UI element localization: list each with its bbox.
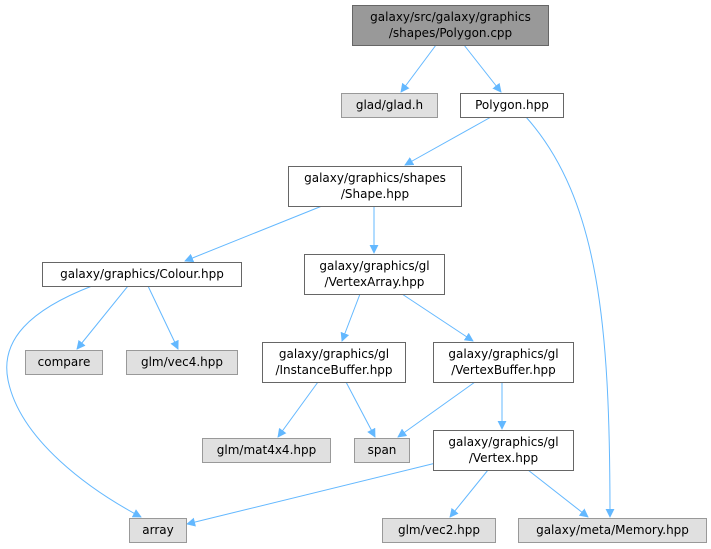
edge-colour-hpp-to-array bbox=[6, 285, 142, 518]
edge-polygon-hpp-to-shape-hpp bbox=[404, 116, 492, 166]
edge-polygon-hpp-to-memory-hpp bbox=[525, 116, 615, 518]
edge-instancebuffer-hpp-to-glm-mat4x4 bbox=[277, 381, 319, 438]
node-vertex-hpp[interactable]: galaxy/graphics/gl/Vertex.hpp bbox=[433, 430, 574, 471]
node-label: array bbox=[142, 523, 173, 537]
edge-line bbox=[404, 116, 492, 166]
node-label: span bbox=[368, 443, 397, 457]
node-polygon-hpp[interactable]: Polygon.hpp bbox=[460, 93, 564, 118]
edge-line bbox=[340, 293, 361, 342]
node-label: glm/vec4.hpp bbox=[141, 355, 223, 369]
node-vertexarray-hpp[interactable]: galaxy/graphics/gl/VertexArray.hpp bbox=[304, 254, 445, 295]
node-label: /Vertex.hpp bbox=[469, 451, 538, 465]
node-box bbox=[304, 254, 445, 295]
node-label: Polygon.hpp bbox=[475, 98, 549, 112]
edge-shape-hpp-to-colour-hpp bbox=[184, 205, 323, 263]
node-vertexbuffer-hpp[interactable]: galaxy/graphics/gl/VertexBuffer.hpp bbox=[433, 342, 574, 383]
edge-line bbox=[184, 205, 323, 263]
node-label: glm/vec2.hpp bbox=[398, 523, 480, 537]
node-glm-vec2: glm/vec2.hpp bbox=[382, 518, 496, 543]
edge-line bbox=[400, 44, 437, 93]
edge-polygon-cpp-to-glad-h bbox=[400, 44, 437, 93]
node-instancebuffer-hpp[interactable]: galaxy/graphics/gl/InstanceBuffer.hpp bbox=[262, 342, 406, 383]
edges-layer bbox=[6, 44, 615, 527]
node-label: /VertexArray.hpp bbox=[325, 275, 425, 289]
edge-vertex-hpp-to-glm-vec2 bbox=[449, 469, 489, 518]
edge-line bbox=[397, 381, 476, 438]
node-label: galaxy/graphics/gl bbox=[319, 259, 429, 273]
edge-line bbox=[449, 469, 489, 518]
node-glm-vec4: glm/vec4.hpp bbox=[126, 350, 238, 375]
nodes-layer: galaxy/src/galaxy/graphics/shapes/Polygo… bbox=[25, 5, 707, 543]
edge-line bbox=[186, 461, 441, 527]
node-box bbox=[433, 342, 574, 383]
node-box bbox=[42, 262, 242, 287]
node-glm-mat4x4: glm/mat4x4.hpp bbox=[202, 438, 331, 463]
node-label: galaxy/graphics/gl bbox=[448, 347, 558, 361]
node-label: compare bbox=[38, 355, 91, 369]
node-shape-hpp[interactable]: galaxy/graphics/shapes/Shape.hpp bbox=[288, 166, 462, 207]
node-box bbox=[433, 430, 574, 471]
node-label: galaxy/graphics/gl bbox=[448, 435, 558, 449]
node-label: galaxy/graphics/Colour.hpp bbox=[60, 267, 224, 281]
node-span: span bbox=[354, 438, 410, 463]
node-label: glm/mat4x4.hpp bbox=[217, 443, 316, 457]
node-memory-hpp: galaxy/meta/Memory.hpp bbox=[518, 518, 707, 543]
edge-vertex-hpp-to-memory-hpp bbox=[527, 469, 589, 518]
edge-line bbox=[76, 285, 129, 350]
edge-line bbox=[527, 469, 589, 518]
node-glad-h: glad/glad.h bbox=[341, 93, 438, 118]
node-box bbox=[354, 438, 410, 463]
node-compare: compare bbox=[25, 350, 103, 375]
node-label: galaxy/graphics/shapes bbox=[304, 171, 446, 185]
edge-line bbox=[525, 116, 615, 518]
node-box bbox=[262, 342, 406, 383]
node-box bbox=[126, 350, 238, 375]
node-box bbox=[25, 350, 103, 375]
node-box bbox=[202, 438, 331, 463]
node-label: /shapes/Polygon.cpp bbox=[389, 26, 512, 40]
edge-vertexarray-hpp-to-vertexbuffer-hpp bbox=[401, 293, 474, 342]
edge-vertex-hpp-to-array bbox=[186, 461, 441, 527]
node-label: galaxy/src/galaxy/graphics bbox=[370, 10, 531, 24]
node-label: /Shape.hpp bbox=[341, 187, 409, 201]
node-colour-hpp[interactable]: galaxy/graphics/Colour.hpp bbox=[42, 262, 242, 287]
node-label: /InstanceBuffer.hpp bbox=[275, 363, 392, 377]
node-polygon-cpp: galaxy/src/galaxy/graphics/shapes/Polygo… bbox=[352, 5, 549, 46]
node-box bbox=[518, 518, 707, 543]
node-box bbox=[129, 518, 187, 543]
edge-line bbox=[401, 293, 474, 342]
node-box bbox=[460, 93, 564, 118]
node-box bbox=[352, 5, 549, 46]
node-label: glad/glad.h bbox=[356, 98, 423, 112]
edge-instancebuffer-hpp-to-span bbox=[345, 381, 376, 438]
node-array: array bbox=[129, 518, 187, 543]
edge-vertexbuffer-hpp-to-span bbox=[397, 381, 476, 438]
node-label: galaxy/graphics/gl bbox=[279, 347, 389, 361]
edge-line bbox=[147, 285, 179, 350]
node-box bbox=[382, 518, 496, 543]
edge-polygon-cpp-to-polygon-hpp bbox=[463, 44, 502, 93]
edge-line bbox=[277, 381, 319, 438]
node-box bbox=[341, 93, 438, 118]
node-label: galaxy/meta/Memory.hpp bbox=[536, 523, 689, 537]
node-box bbox=[288, 166, 462, 207]
edge-vertexarray-hpp-to-instancebuffer-hpp bbox=[340, 293, 361, 342]
edge-colour-hpp-to-compare bbox=[76, 285, 129, 350]
edge-colour-hpp-to-glm-vec4 bbox=[147, 285, 179, 350]
edge-line bbox=[345, 381, 376, 438]
edge-line bbox=[463, 44, 502, 93]
node-label: /VertexBuffer.hpp bbox=[451, 363, 556, 377]
edge-line bbox=[6, 285, 142, 518]
